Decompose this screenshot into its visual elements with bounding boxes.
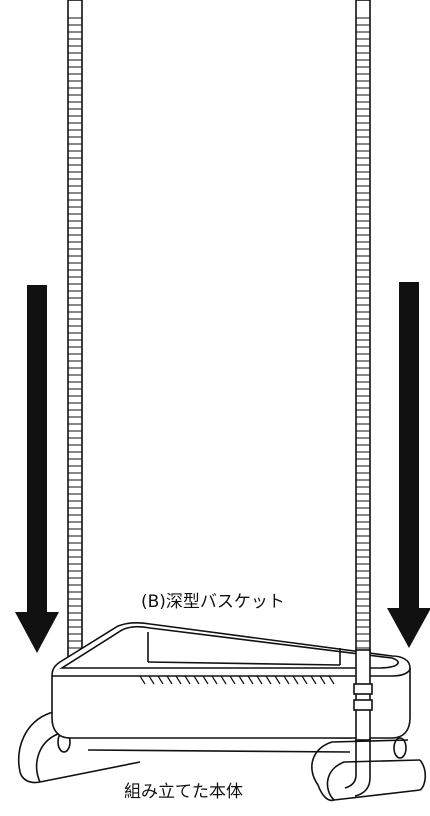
assembled-body-label: 組み立てた本体 [124, 782, 243, 802]
basket-slot [175, 675, 182, 685]
basket-slot [211, 675, 218, 685]
basket-slot [247, 675, 254, 685]
basket-slot [184, 675, 191, 685]
basket-slot [139, 675, 146, 685]
basket-slot [238, 675, 245, 685]
basket-slot [292, 675, 299, 685]
basket-slot [265, 675, 272, 685]
basket-label: (B)深型バスケット [141, 592, 285, 612]
down-arrow-icon [15, 285, 59, 653]
basket-slot [148, 675, 155, 685]
basket-slot [166, 675, 173, 685]
basket-slot [220, 675, 227, 685]
basket-slot [256, 675, 263, 685]
basket-slot [328, 675, 335, 685]
basket-slot [310, 675, 317, 685]
basket-slot [283, 675, 290, 685]
basket-slot [319, 675, 326, 685]
basket-slot [301, 675, 308, 685]
left-pole [67, 0, 83, 659]
basket-slot [229, 675, 236, 685]
basket-slot [157, 675, 164, 685]
basket-slot [193, 675, 200, 685]
basket-slot [202, 675, 209, 685]
deep-basket [51, 621, 411, 739]
down-arrow-icon [387, 282, 430, 648]
basket-slot [274, 675, 281, 685]
pole-front-overlay [353, 649, 373, 741]
